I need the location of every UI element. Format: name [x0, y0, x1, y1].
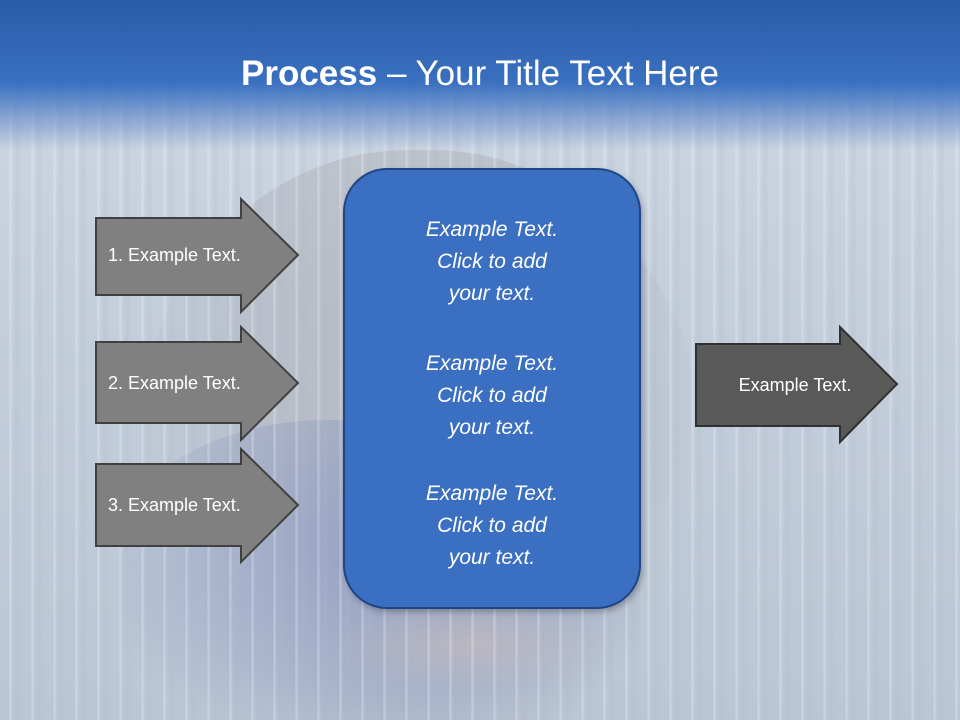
background-photo-hand	[330, 600, 610, 690]
step-arrow-2[interactable]: 2. Example Text.	[95, 324, 300, 443]
center-paragraph-2: Example Text. Click to add your text.	[345, 348, 639, 444]
arrow-shape	[95, 196, 300, 315]
step-arrow-label: 3. Example Text.	[108, 495, 241, 515]
title-rest: – Your Title Text Here	[377, 54, 719, 93]
center-text-box[interactable]: Example Text. Click to add your text. Ex…	[343, 168, 641, 609]
paragraph-line: your text.	[448, 546, 536, 569]
center-paragraph-3: Example Text. Click to add your text.	[345, 478, 639, 574]
step-arrow-label: 2. Example Text.	[108, 373, 241, 393]
paragraph-line: Click to add	[437, 250, 547, 273]
result-arrow[interactable]: Example Text.	[695, 324, 900, 445]
arrow-shape	[95, 324, 300, 443]
paragraph-line: Example Text.	[425, 352, 559, 375]
paragraph-line: your text.	[448, 416, 536, 439]
paragraph-line: Example Text.	[425, 482, 559, 505]
step-arrow-3[interactable]: 3. Example Text.	[95, 446, 300, 565]
arrow-shape	[95, 446, 300, 565]
title-bold: Process	[241, 54, 378, 93]
paragraph-line: Example Text.	[425, 218, 559, 241]
paragraph-line: Click to add	[437, 384, 547, 407]
paragraph-line: Click to add	[437, 514, 547, 537]
slide-title[interactable]: Process – Your Title Text Here	[0, 52, 960, 96]
result-arrow-label: Example Text.	[738, 374, 852, 395]
step-arrow-label: 1. Example Text.	[108, 245, 241, 265]
step-arrow-1[interactable]: 1. Example Text.	[95, 196, 300, 315]
header-band	[0, 0, 960, 150]
paragraph-line: your text.	[448, 282, 536, 305]
center-paragraph-1: Example Text. Click to add your text.	[345, 214, 639, 310]
arrow-shape	[695, 324, 899, 445]
